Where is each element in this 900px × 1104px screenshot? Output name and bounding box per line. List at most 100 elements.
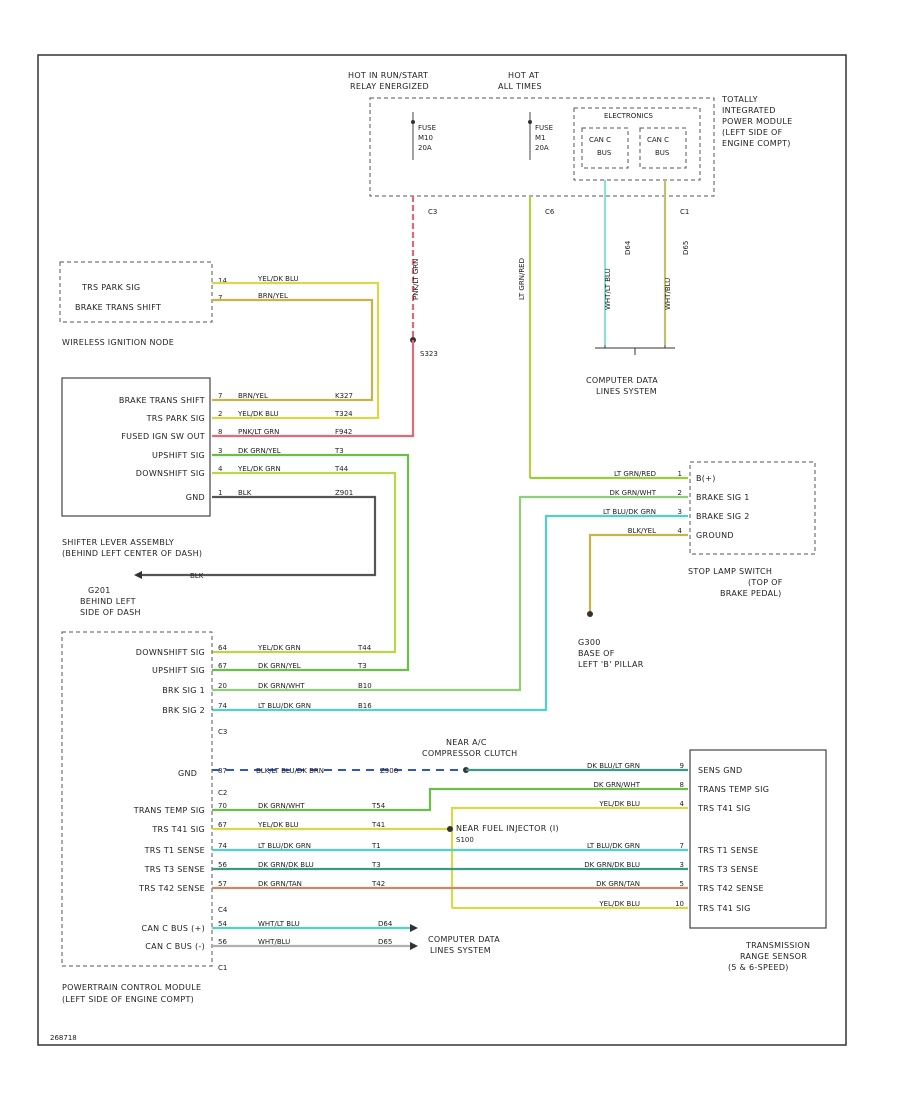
fuse-b-dot: [528, 120, 532, 124]
shifter-box: [61, 377, 211, 517]
stop-pin: 2: [678, 489, 682, 497]
shifter-wire-label: BLK: [238, 489, 252, 497]
pcm-pin: 70: [218, 802, 227, 810]
pcm-wire-label: WHT/LT BLU: [258, 920, 300, 928]
stop-title-1: STOP LAMP SWITCH: [688, 567, 772, 576]
shifter-wire-code: T44: [334, 465, 349, 473]
shifter-wire-label: DK GRN/YEL: [238, 447, 281, 455]
pcm-wire-label: DK GRN/WHT: [258, 682, 305, 690]
trs-row-label: TRANS TEMP SIG: [697, 785, 769, 794]
stop-row-label: BRAKE SIG 1: [696, 493, 750, 502]
pcm-wire-code: D64: [378, 920, 393, 928]
wire-pnk-to-shifter: [212, 340, 415, 438]
trs-title-3: (5 & 6-SPEED): [728, 963, 789, 972]
wireless-wire1: YEL/DK BLU: [257, 275, 299, 283]
tipm-title-5: ENGINE COMPT): [722, 139, 791, 148]
shifter-row-label: FUSED IGN SW OUT: [121, 432, 205, 441]
cdl-bot-line1: COMPUTER DATA: [428, 935, 500, 944]
trs-row-label: TRS T42 SENSE: [697, 884, 764, 893]
diagram-border: [37, 54, 847, 1046]
fuse-b-label: FUSE: [535, 124, 553, 132]
wire-t41-split: [450, 806, 688, 908]
wire-cdl2-code: D65: [682, 241, 690, 255]
pcm-gnd-pin: 87: [218, 767, 227, 775]
trs-title-2: RANGE SENSOR: [740, 952, 807, 961]
wireless-pin1: 14: [218, 277, 227, 285]
trs-wire-label: YEL/DK BLU: [598, 800, 640, 808]
pcm-row-label: CAN C BUS (-): [145, 942, 205, 951]
stop-row-label: B(+): [696, 474, 716, 483]
pcm-wire-label: DK GRN/DK BLU: [258, 861, 314, 869]
wireless-brake-trans: BRAKE TRANS SHIFT: [75, 303, 161, 312]
pcm-wire-code: T3: [371, 861, 381, 869]
shifter-row-label: UPSHIFT SIG: [152, 451, 205, 460]
trs-wire-label: YEL/DK BLU: [598, 900, 640, 908]
tipm-title-4: (LEFT SIDE OF: [722, 128, 783, 137]
stop-wire-label: LT GRN/RED: [614, 470, 656, 478]
wireless-box: [59, 261, 213, 323]
pcm-wire-code: B16: [358, 702, 372, 710]
stop-pin: 1: [678, 470, 682, 478]
pcm-wire-code: T54: [371, 802, 386, 810]
pcm-wire-label: YEL/DK BLU: [257, 821, 299, 829]
trs-pin: 4: [680, 800, 685, 808]
pcm-pin: 20: [218, 682, 227, 690]
trs-wire-label: LT BLU/DK GRN: [587, 842, 640, 850]
shifter-wire-code: Z901: [335, 489, 353, 497]
shifter-row-label: DOWNSHIFT SIG: [136, 469, 205, 478]
trs-pin: 8: [680, 781, 684, 789]
gnd2-l2: BASE OF: [578, 649, 615, 658]
pcm-wire-label: YEL/DK GRN: [257, 644, 301, 652]
wire-trans-temp: [212, 787, 688, 812]
shifter-wire-code: F942: [335, 428, 352, 436]
shifter-row-label: BRAKE TRANS SHIFT: [119, 396, 205, 405]
cdl-top-bracket: [595, 345, 675, 355]
shifter-pin: 3: [218, 447, 222, 455]
trs-row-label: TRS T1 SENSE: [697, 846, 758, 855]
pcm-box: [61, 631, 213, 967]
wire-brk1-to-stop: [212, 495, 688, 692]
pcm-pin: 56: [218, 861, 227, 869]
pcm-pin: 54: [218, 920, 227, 928]
wire-pnk-label: PNK/LT GRN: [412, 259, 420, 300]
wire-cdl1-code: D64: [624, 240, 632, 255]
hot-all-label-1: HOT AT: [508, 71, 539, 80]
trs-pin: 5: [680, 880, 684, 888]
wireless-wire2: BRN/YEL: [258, 292, 288, 300]
pcm-gnd-label: GND: [178, 769, 197, 778]
conn-c6: C6: [545, 208, 555, 216]
pcm-wire-code: T3: [357, 662, 367, 670]
pcm-row-label: UPSHIFT SIG: [152, 666, 205, 675]
stop-pin: 3: [678, 508, 682, 516]
pcm-wire-code: D65: [378, 938, 392, 946]
shifter-wire-label: PNK/LT GRN: [238, 428, 279, 436]
shifter-pin: 1: [218, 489, 222, 497]
pcm-wire-label: DK GRN/TAN: [258, 880, 302, 888]
trs-pin: 3: [680, 861, 684, 869]
conn-c3: C3: [428, 208, 437, 216]
shifter-wire-code: K327: [335, 392, 353, 400]
pcm-row-label: CAN C BUS (+): [141, 924, 205, 933]
trs-pin: 7: [680, 842, 684, 850]
fuse-b-amp: 20A: [535, 144, 549, 152]
pcm-gnd-wire: BLK/LT BLU/DK BRN: [256, 767, 324, 775]
shifter-wire-code: T324: [334, 410, 353, 418]
can-box-2: [639, 127, 687, 169]
wire-gnd-shifter: [140, 495, 377, 577]
pcm-c1: C1: [218, 964, 227, 972]
shifter-pin: 7: [218, 392, 222, 400]
fuse-a-label: FUSE: [418, 124, 436, 132]
wire-gnd-stop: [588, 533, 688, 612]
stop-wire-label: BLK/YEL: [628, 527, 656, 535]
conn-c1: C1: [680, 208, 689, 216]
tipm-title-3: POWER MODULE: [722, 117, 793, 126]
trs-wire-label: DK GRN/DK BLU: [584, 861, 640, 869]
pcm-title-1: POWERTRAIN CONTROL MODULE: [62, 983, 201, 992]
stop-title-3: BRAKE PEDAL): [720, 589, 782, 598]
wire-wireless-brake-trans: [212, 298, 374, 402]
wire-brk2-to-stop: [212, 514, 688, 712]
pcm-row-label: TRS T41 SIG: [151, 825, 205, 834]
